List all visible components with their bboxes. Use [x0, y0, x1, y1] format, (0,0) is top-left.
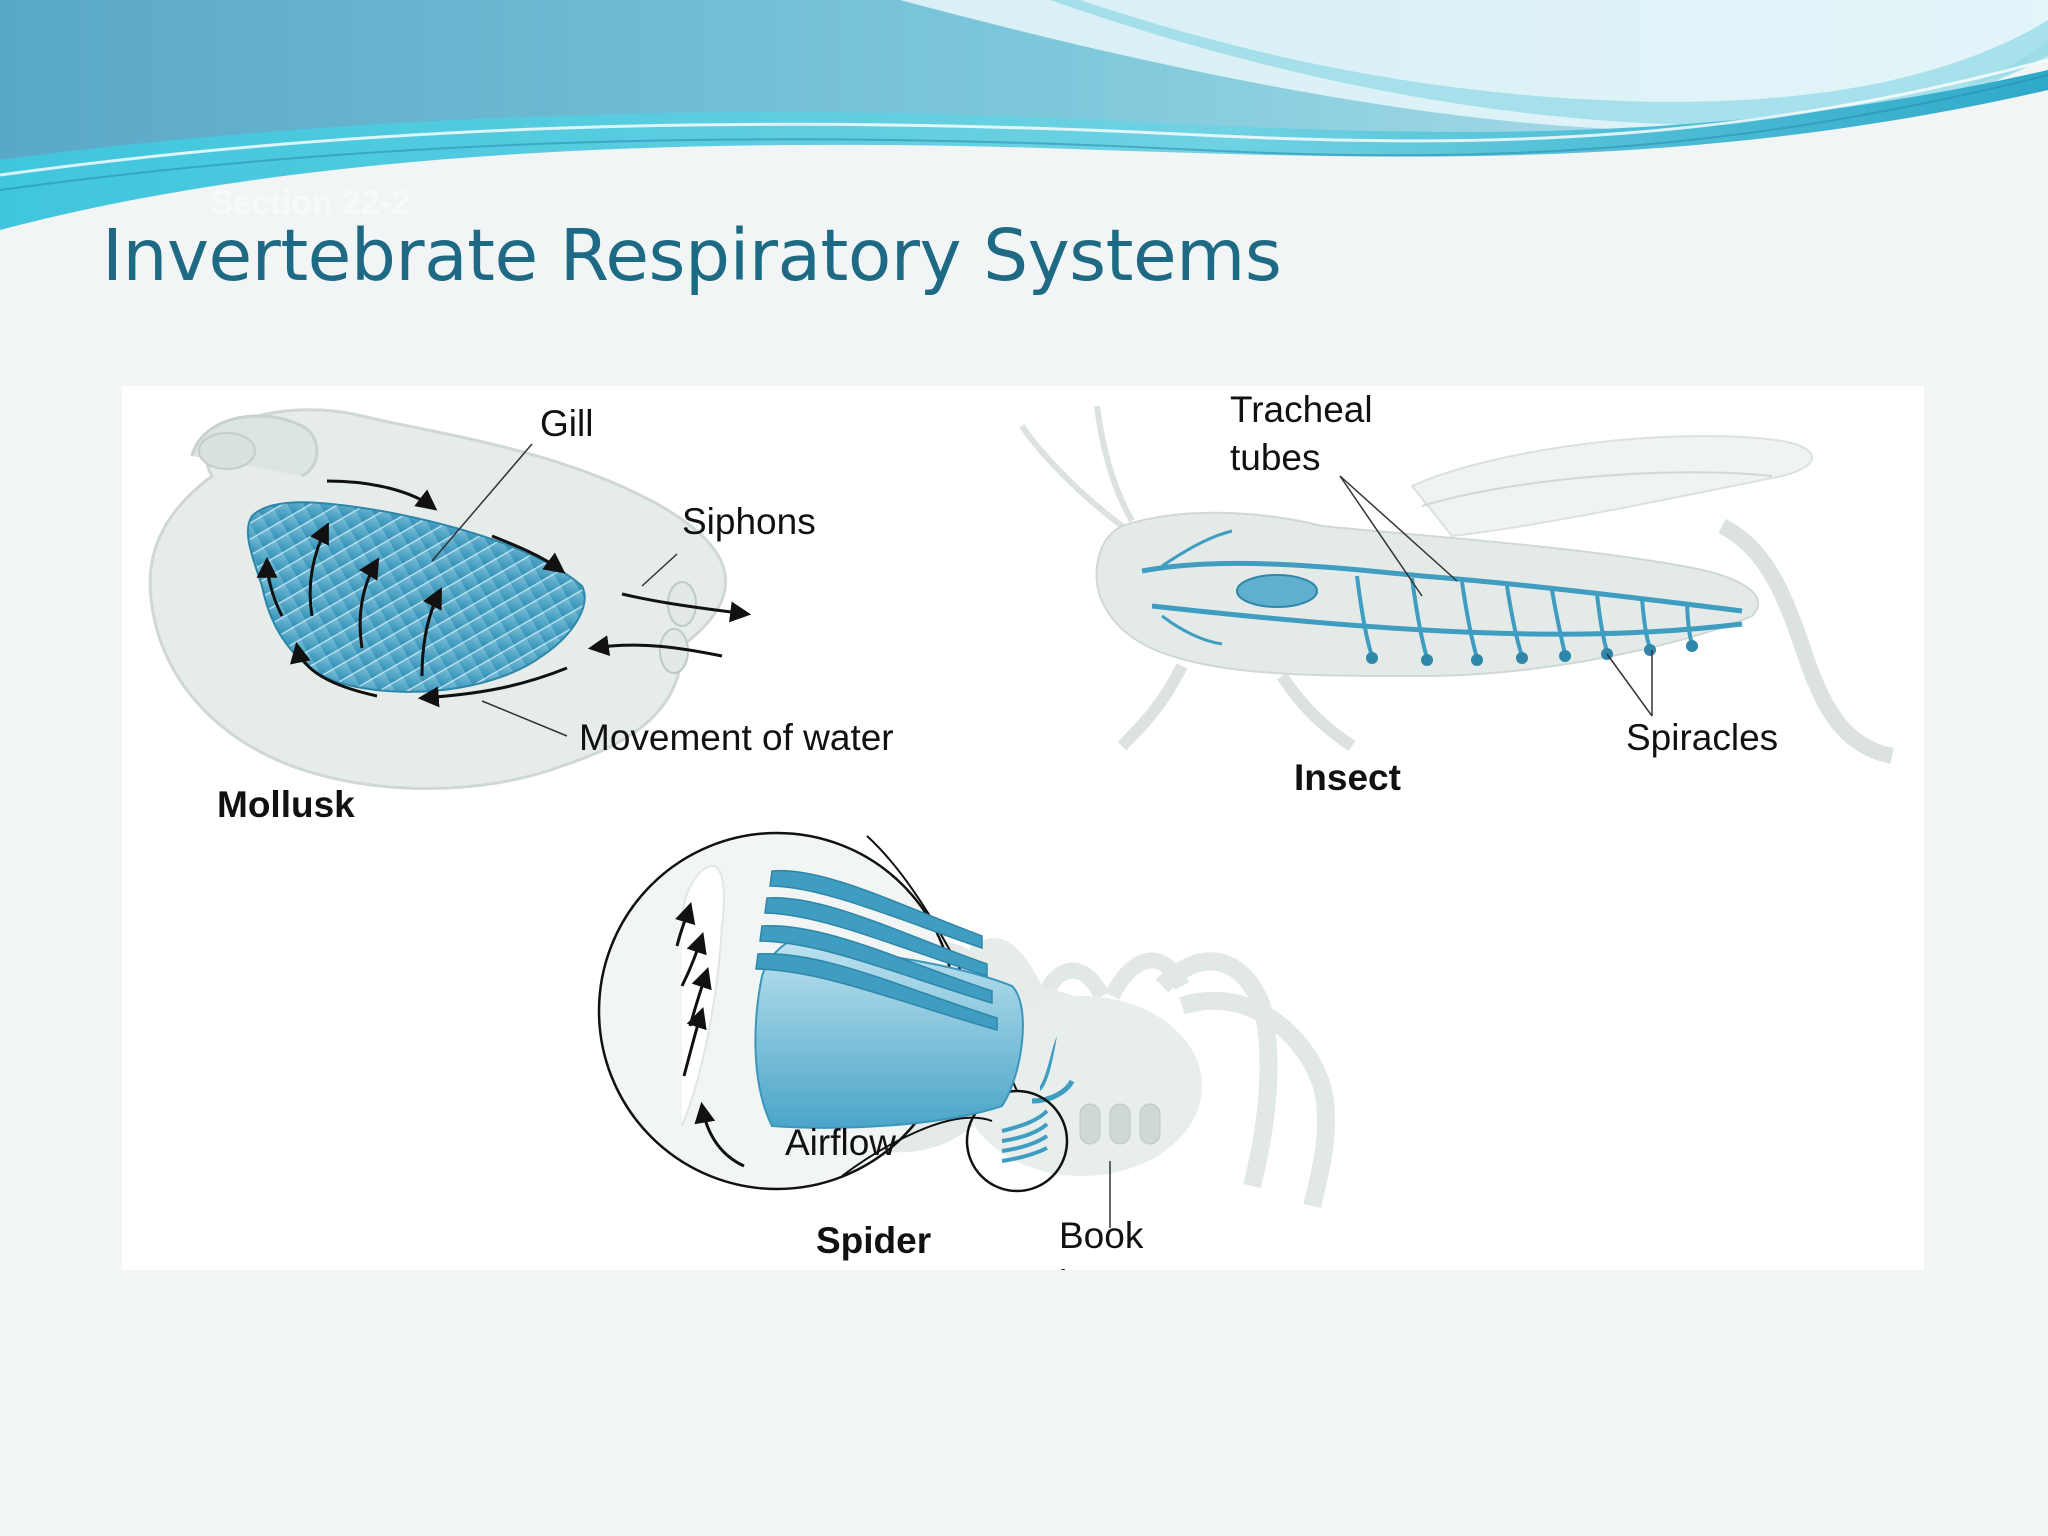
label-gill: Gill — [540, 403, 593, 444]
label-tracheal-line1: Tracheal — [1230, 389, 1373, 430]
label-mollusk: Mollusk — [217, 784, 355, 825]
label-airflow: Airflow — [785, 1122, 896, 1163]
label-spiracles: Spiracles — [1626, 717, 1778, 758]
header-wave-banner — [0, 0, 2048, 230]
label-siphons: Siphons — [682, 501, 816, 542]
label-book-line1: Book — [1059, 1215, 1144, 1256]
mollusk-illustration — [148, 408, 752, 790]
section-label: Section 22-2 — [210, 184, 411, 222]
slide-title: Invertebrate Respiratory Systems — [102, 214, 1282, 297]
figure-panel: Gill Siphons Movement of water Mollusk — [122, 386, 1924, 1270]
label-tracheal-line2: tubes — [1230, 437, 1321, 478]
label-movement-of-water: Movement of water — [579, 717, 894, 758]
spider-illustration — [597, 831, 1336, 1228]
insect-illustration — [1019, 405, 1894, 764]
label-insect: Insect — [1294, 757, 1401, 798]
label-spider: Spider — [816, 1220, 931, 1261]
label-book-line2: lung — [1059, 1263, 1129, 1270]
respiratory-diagram: Gill Siphons Movement of water Mollusk — [148, 389, 1894, 1270]
